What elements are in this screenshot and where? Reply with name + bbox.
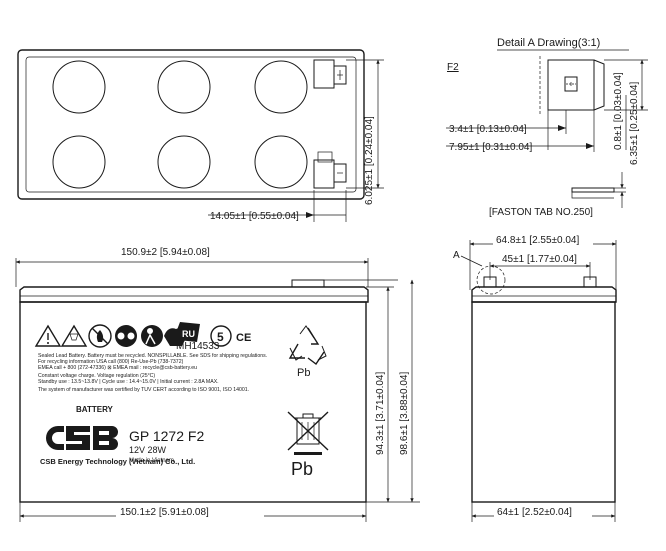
bin-pb-text: Pb <box>291 459 313 479</box>
dim-terminal-pitch: 6.025±1 [0.24±0.04] <box>364 116 375 205</box>
vent-cap <box>52 135 106 189</box>
recycle-5-icon: 5 <box>210 325 232 347</box>
dim-detail-d: 6.35±1 [0.25±0.04] <box>629 82 640 165</box>
vent-cap <box>157 60 211 114</box>
csb-logo: BATTERY CSB Energy Technology (Vietnam) … <box>40 405 195 466</box>
dim-height-total: 98.6±1 [3.88±0.04] <box>399 372 410 455</box>
battery-case <box>19 301 367 503</box>
faston-tab-front <box>539 56 605 115</box>
detail-a-callout <box>476 265 506 295</box>
dim-terminal-offset: 14.05±1 [0.55±0.04] <box>210 211 299 222</box>
warning-line: The system of manufacturer was certified… <box>38 387 249 393</box>
brand-battery: BATTERY <box>76 405 114 414</box>
rating: 12V 28W <box>129 445 167 455</box>
detail-a: Detail A Drawing(3:1) F2 3.4±1 [0.13±0.0… <box>446 37 648 218</box>
svg-text:RU: RU <box>182 329 195 339</box>
front-view: 150.9±2 [5.94±0.08] 94.3±1 [3.71±0.04] 9… <box>15 246 420 522</box>
faston-tab-side <box>571 172 626 208</box>
dim-side-width-bottom: 64±1 [2.52±0.04] <box>497 507 572 518</box>
cert-mark: MH14533 <box>176 341 220 352</box>
recycle-icon: Pb <box>288 325 327 379</box>
detail-label: F2 <box>447 62 459 73</box>
terminal-negative <box>313 151 347 189</box>
dim-height-case: 94.3±1 [3.71±0.04] <box>375 372 386 455</box>
warning-text: Sealed Lead Battery. Battery must be rec… <box>38 353 267 393</box>
svg-text:5: 5 <box>217 330 224 344</box>
origin: Made in Vietnam <box>129 458 174 464</box>
crossed-bin-icon: Pb <box>287 411 329 479</box>
no-fire-icon <box>88 324 112 348</box>
acid-hazard-icon <box>60 324 88 347</box>
vent-cap <box>52 60 106 114</box>
faston-tab-name: [FASTON TAB NO.250] <box>489 207 593 218</box>
dim-front-width-top: 150.9±2 [5.94±0.08] <box>121 247 210 258</box>
warning-triangle-icon <box>34 324 62 347</box>
front-terminal <box>291 279 325 287</box>
side-view: 64.8±1 [2.55±0.04] 45±1 [1.77±0.04] A 64… <box>453 234 617 522</box>
recycle-pb-text: Pb <box>297 367 310 379</box>
terminal-positive <box>313 59 347 89</box>
detail-title: Detail A Drawing(3:1) <box>497 37 600 49</box>
vent-cap <box>254 135 308 189</box>
warning-line: For recycling information USA call (800)… <box>38 359 184 365</box>
ul-recognized-icon: RU MH14533 <box>176 322 220 352</box>
dim-front-width-bottom: 150.1±2 [5.91±0.08] <box>120 507 209 518</box>
side-case <box>471 301 616 503</box>
dim-detail-a: 3.4±1 [0.13±0.04] <box>449 124 527 135</box>
keep-away-children-icon <box>141 325 163 347</box>
warning-line: EMEA call + 800 (272-47336) ⊠ EMEA mail … <box>38 365 197 371</box>
top-view: 6.025±1 [0.24±0.04] 14.05±1 [0.55±0.04] <box>17 49 384 222</box>
warning-line: Sealed Lead Battery. Battery must be rec… <box>38 353 267 359</box>
battery-lid <box>19 286 369 303</box>
dim-detail-c: 0.8±1 [0.03±0.04] <box>613 72 624 150</box>
dim-detail-b: 7.95±1 [0.31±0.04] <box>449 142 532 153</box>
vent-cap <box>157 135 211 189</box>
warning-line: Constant voltage charge. Voltage regulat… <box>38 373 155 379</box>
top-view-outline <box>17 49 365 200</box>
eye-protection-icon <box>115 325 137 347</box>
company-name: CSB Energy Technology (Vietnam) Co., Ltd… <box>40 457 195 466</box>
dim-side-width-top: 64.8±1 [2.55±0.04] <box>496 235 579 246</box>
ref-label-a: A <box>453 250 460 261</box>
ce-mark: CE <box>236 332 251 344</box>
side-lid <box>471 286 617 303</box>
warning-line: Standby use : 13.5~13.8V | Cycle use : 1… <box>38 379 219 385</box>
top-view-inner-outline <box>25 56 357 193</box>
model-name: GP 1272 F2 <box>129 428 204 444</box>
vent-cap <box>254 60 308 114</box>
dim-terminal-spacing: 45±1 [1.77±0.04] <box>502 254 577 265</box>
